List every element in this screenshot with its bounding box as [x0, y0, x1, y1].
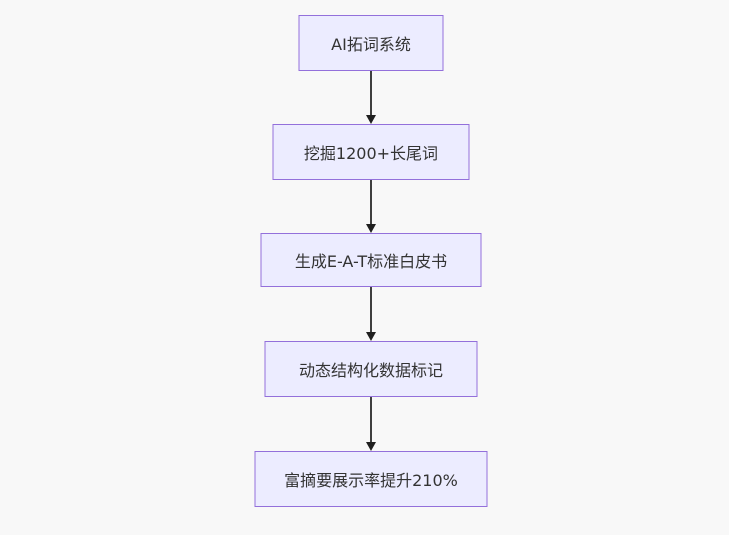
flow-edge-3 [366, 287, 376, 341]
node-label: 富摘要展示率提升210% [284, 471, 458, 490]
edge-line [370, 397, 372, 442]
flow-node-rich-snippet-result: 富摘要展示率提升210% [254, 451, 488, 507]
edge-line [370, 180, 372, 224]
flow-node-ai-expansion-system: AI拓词系统 [298, 15, 444, 71]
node-label: 挖掘1200+长尾词 [303, 144, 439, 163]
arrowhead-down-icon [366, 332, 376, 341]
node-label: 生成E-A-T标准白皮书 [294, 252, 448, 271]
edge-line [370, 287, 372, 332]
node-label: 动态结构化数据标记 [298, 361, 443, 380]
flow-node-longtail-mining: 挖掘1200+长尾词 [272, 124, 470, 180]
edge-line [370, 71, 372, 115]
flow-edge-4 [366, 397, 376, 451]
flow-edge-1 [366, 71, 376, 124]
node-label: AI拓词系统 [331, 35, 411, 54]
arrowhead-down-icon [366, 115, 376, 124]
flow-node-structured-data-markup: 动态结构化数据标记 [264, 341, 478, 397]
flow-node-eat-whitepaper: 生成E-A-T标准白皮书 [260, 233, 482, 287]
arrowhead-down-icon [366, 224, 376, 233]
arrowhead-down-icon [366, 442, 376, 451]
flow-edge-2 [366, 180, 376, 233]
